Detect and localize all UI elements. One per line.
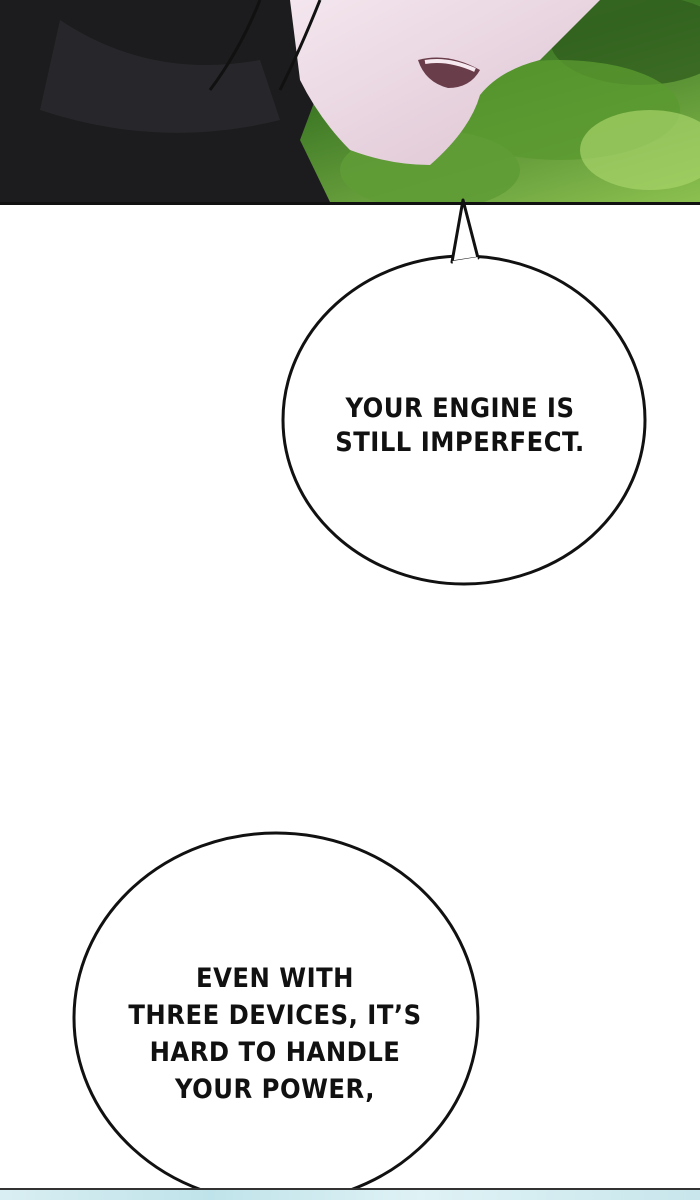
speech-bubble-2-text: EVEN WITH THREE DEVICES, IT’S HARD TO HA… [120,960,430,1108]
bubble-2-line-4: YOUR POWER, [175,1074,375,1105]
bubble-2-line-1: EVEN WITH [195,963,354,994]
bottom-comic-panel [0,1188,700,1200]
bubble-2-line-3: HARD TO HANDLE [149,1037,401,1068]
bubble-1-line-1: YOUR ENGINE IS [345,393,575,424]
panel-artwork [0,0,700,202]
bubble-2-line-2: THREE DEVICES, IT’S [128,1000,422,1031]
speech-bubble-1-text: YOUR ENGINE IS STILL IMPERFECT. [330,392,590,460]
top-comic-panel [0,0,700,205]
bubble-1-line-2: STILL IMPERFECT. [335,427,585,458]
